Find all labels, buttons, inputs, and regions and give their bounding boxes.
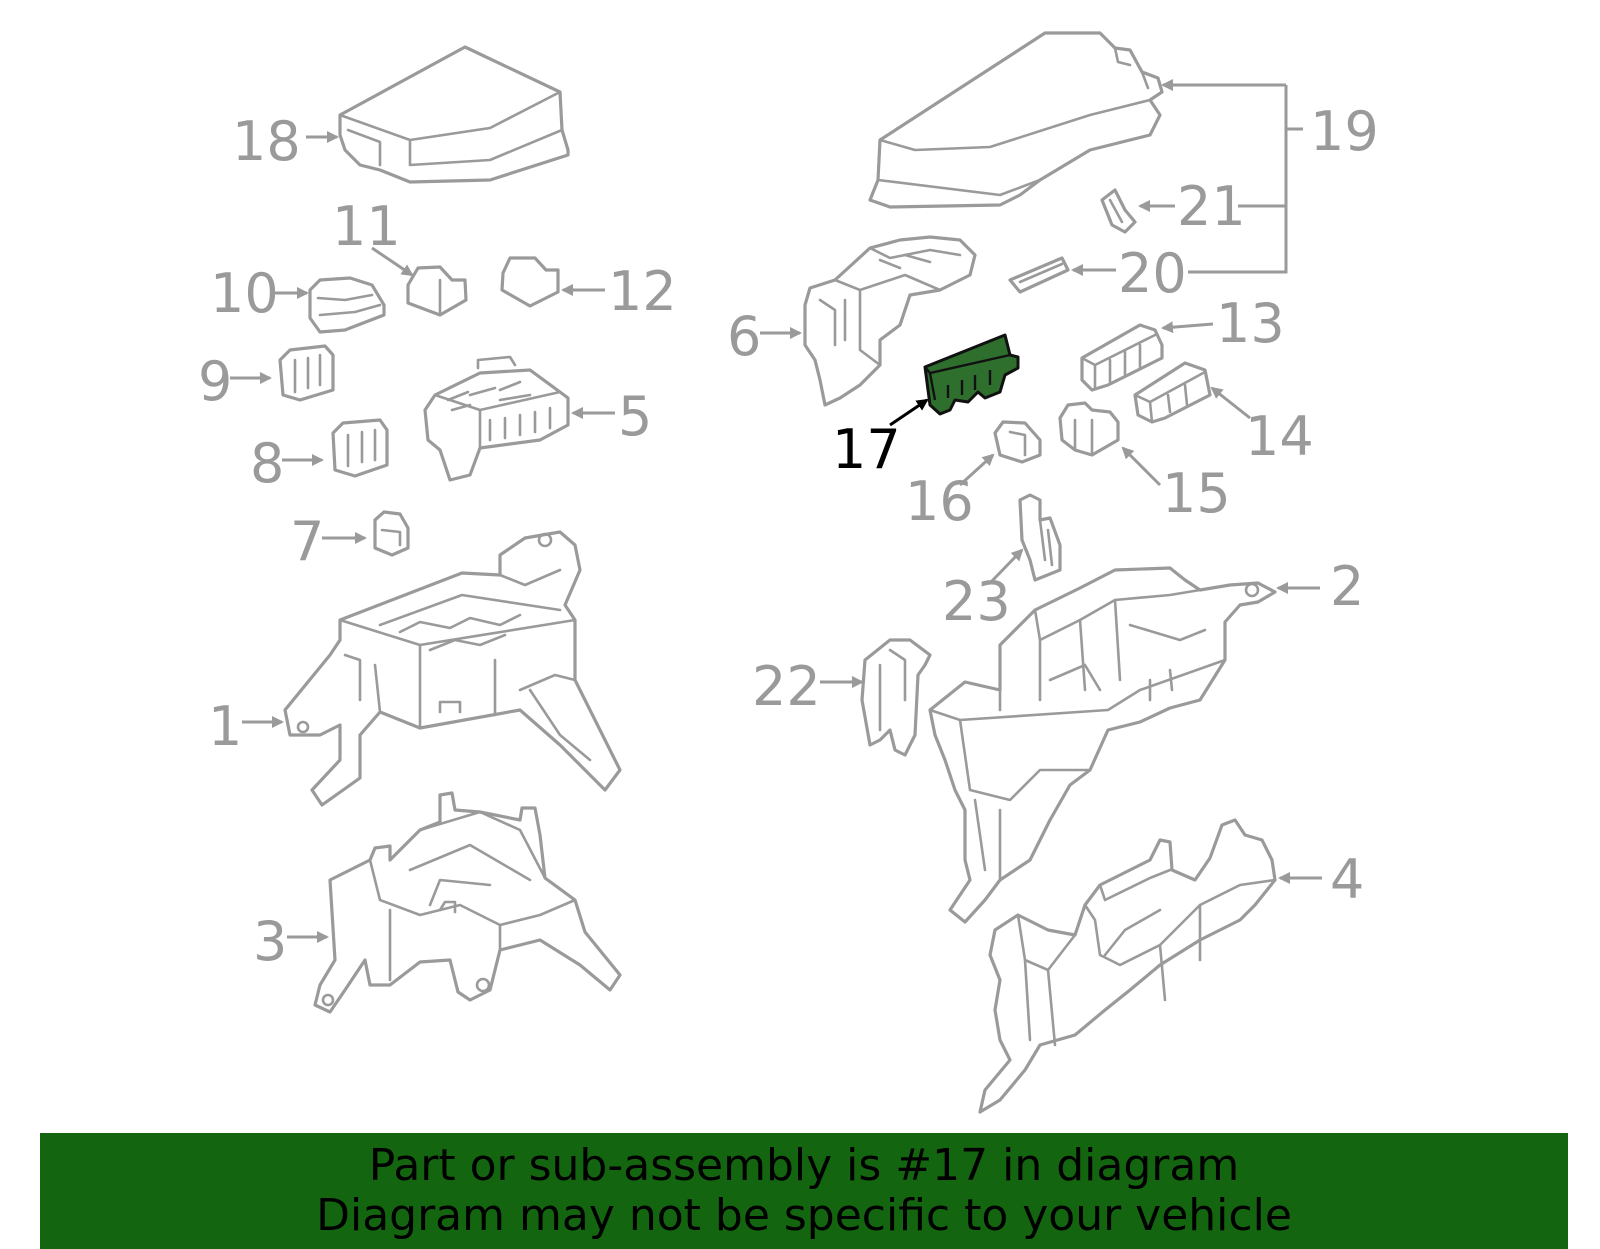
callout-21: 21 [1177, 175, 1246, 238]
callout-23: 23 [942, 570, 1011, 633]
part-18-cover [338, 45, 570, 184]
callout-16: 16 [905, 470, 974, 533]
callout-6: 6 [727, 305, 761, 368]
leader-16 [958, 453, 995, 487]
part-10-connector [308, 276, 386, 334]
part-4-lower-bracket [978, 818, 1277, 1114]
callout-2: 2 [1330, 555, 1364, 618]
banner-line-1: Part or sub-assembly is #17 in diagram [368, 1140, 1240, 1191]
callout-4: 4 [1330, 848, 1364, 911]
part-19-upper-cover [868, 31, 1164, 209]
part-13-connector [1080, 323, 1164, 392]
leader-11 [371, 246, 414, 277]
callout-19: 19 [1310, 100, 1379, 163]
callout-5: 5 [618, 385, 652, 448]
part-22-bracket [860, 638, 932, 757]
part-1-fuse-box [283, 530, 622, 807]
part-12-relay [500, 256, 560, 308]
part-21-clip [1100, 188, 1137, 234]
callout-17: 17 [832, 418, 901, 481]
callout-11: 11 [332, 195, 401, 258]
leader-14 [1210, 386, 1251, 420]
leader-19-bracket [1168, 83, 1303, 274]
callout-8: 8 [250, 432, 284, 495]
part-23-terminal [1018, 493, 1062, 582]
callout-3: 3 [253, 910, 287, 973]
callout-18: 18 [232, 110, 301, 173]
part-7-small-connector [373, 510, 410, 557]
leader-17 [889, 398, 929, 427]
parts-diagram: 18 11 12 10 9 5 8 [198, 31, 1379, 1114]
callout-12: 12 [608, 260, 677, 323]
info-banner: Part or sub-assembly is #17 in diagram D… [40, 1133, 1568, 1249]
callout-10: 10 [210, 262, 279, 325]
callout-9: 9 [198, 350, 232, 413]
part-16-small-connector [993, 420, 1042, 464]
part-11-relay [406, 265, 468, 317]
part-14-connector [1133, 361, 1212, 424]
leader-13 [1161, 321, 1214, 334]
part-5-relay-block [423, 355, 570, 482]
leader-15 [1121, 446, 1162, 487]
leader-23 [988, 548, 1024, 585]
part-2-lower-housing [928, 566, 1277, 924]
callout-1: 1 [208, 695, 242, 758]
callout-14: 14 [1245, 405, 1314, 468]
part-6-junction-block [803, 235, 977, 407]
part-3-lower-bracket [313, 791, 622, 1014]
part-17-highlighted [923, 333, 1020, 416]
callout-7: 7 [290, 510, 324, 573]
part-9-connector [278, 344, 335, 402]
callout-20: 20 [1118, 242, 1187, 305]
part-20-strip [1008, 256, 1070, 294]
callout-13: 13 [1216, 292, 1285, 355]
callout-22: 22 [752, 655, 821, 718]
part-15-connector [1058, 401, 1120, 457]
callout-15: 15 [1162, 462, 1231, 525]
part-8-connector [331, 418, 389, 478]
banner-line-2: Diagram may not be specific to your vehi… [316, 1190, 1292, 1241]
